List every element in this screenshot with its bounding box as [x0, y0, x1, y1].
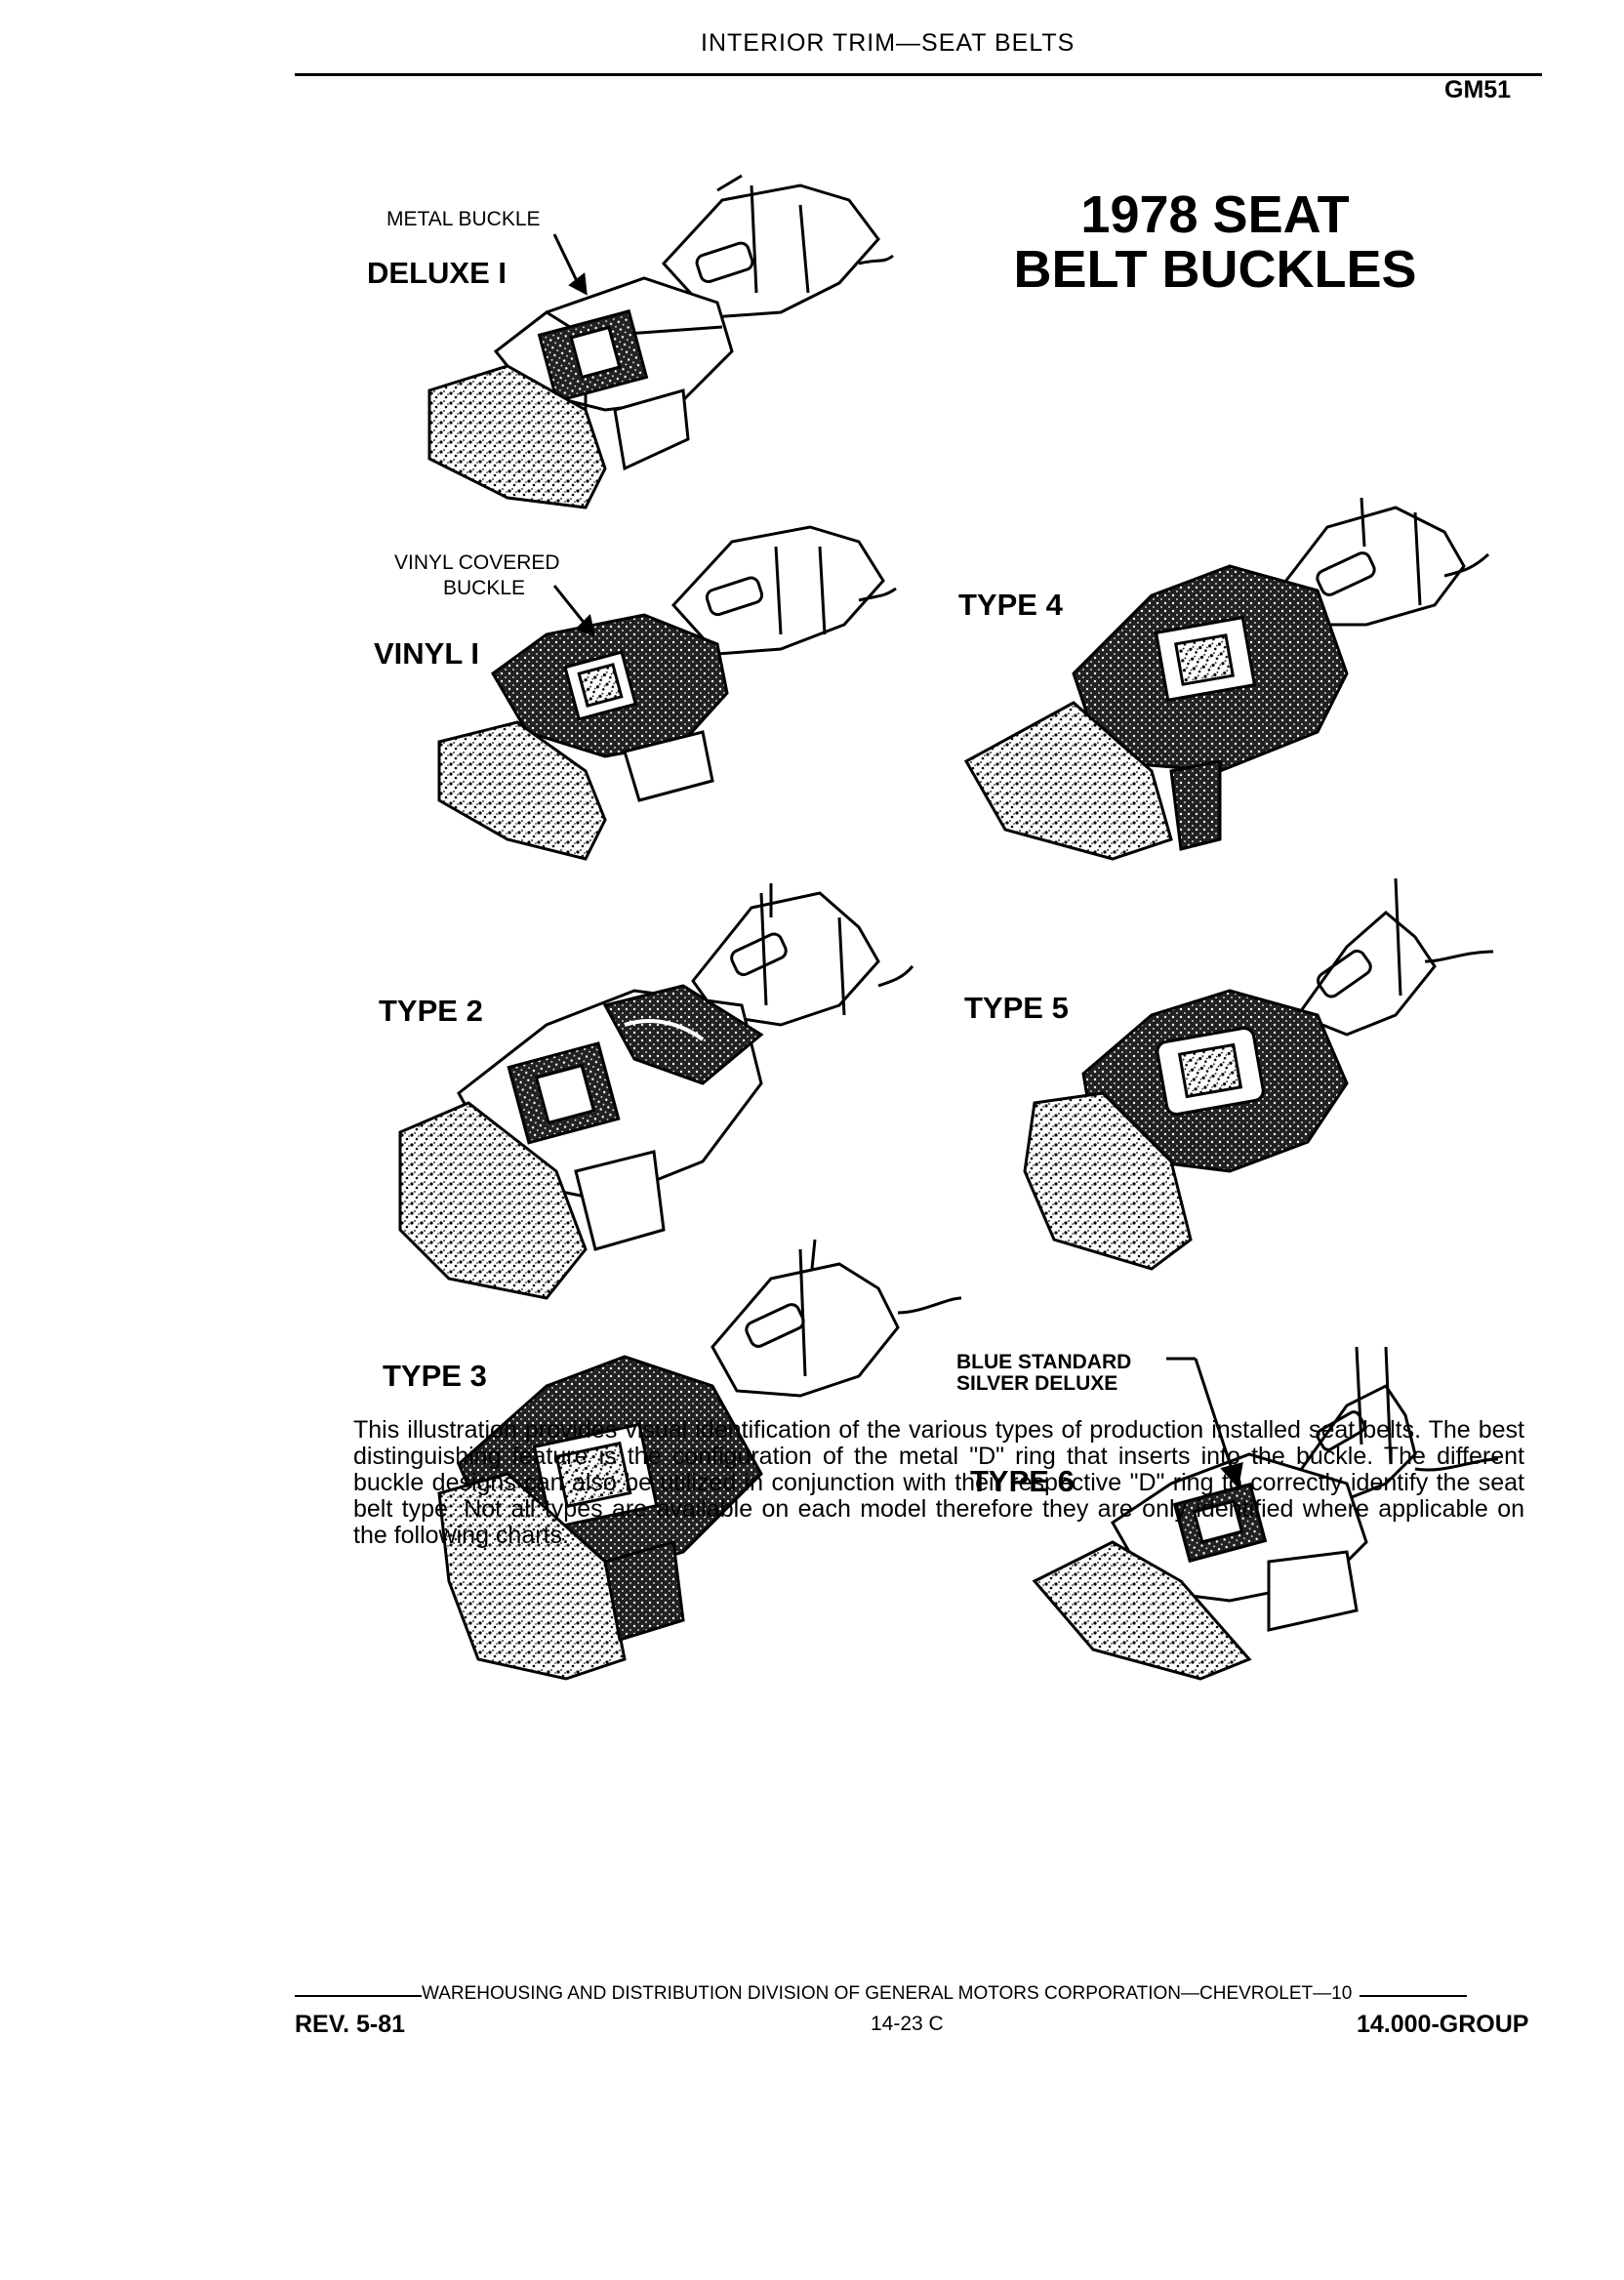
page-title: 1978 SEAT BELT BUCKLES	[1005, 187, 1425, 297]
type6-buckle-drawing	[1032, 1346, 1499, 1681]
deluxe-buckle-drawing	[427, 174, 894, 509]
type6-caption-line1: BLUE STANDARD	[956, 1351, 1132, 1373]
type6-label: TYPE 6	[970, 1464, 1075, 1498]
type2-buckle-drawing	[398, 883, 914, 1300]
deluxe-label: DELUXE I	[367, 256, 507, 290]
header-rule	[295, 73, 1542, 76]
type4-buckle-drawing	[963, 497, 1490, 861]
page-title-line2: BELT BUCKLES	[1013, 240, 1417, 299]
header-title: INTERIOR TRIM—SEAT BELTS	[701, 29, 1076, 57]
callout-arrows	[552, 233, 1243, 1489]
page-number: 14-23 C	[871, 2013, 944, 2035]
vinyl-buckle-drawing	[437, 525, 897, 861]
revision-label: REV. 5-81	[295, 2011, 406, 2038]
type2-label: TYPE 2	[379, 994, 483, 1028]
vinyl-caption-line1: VINYL COVERED	[394, 551, 560, 574]
page-title-line1: 1978 SEAT	[1080, 185, 1350, 244]
group-label: 14.000-GROUP	[1357, 2011, 1529, 2038]
footer-rule-right	[1360, 1995, 1468, 1997]
vinyl-label: VINYL I	[374, 636, 479, 671]
vinyl-caption-line2: BUCKLE	[443, 577, 526, 599]
description-paragraph: This illustration provides visual identi…	[353, 1416, 1524, 1549]
page-code: GM51	[1444, 76, 1512, 103]
footer-line: WAREHOUSING AND DISTRIBUTION DIVISION OF…	[295, 1983, 1571, 2005]
footer-rule-left	[295, 1995, 422, 1997]
type5-buckle-drawing	[1023, 877, 1494, 1271]
type5-label: TYPE 5	[964, 991, 1069, 1025]
type4-label: TYPE 4	[958, 588, 1063, 622]
footer-text: WAREHOUSING AND DISTRIBUTION DIVISION OF…	[422, 1983, 1353, 2004]
deluxe-caption: METAL BUCKLE	[386, 208, 541, 230]
type6-caption-line2: SILVER DELUXE	[956, 1372, 1118, 1395]
type3-buckle-drawing	[437, 1239, 962, 1681]
type3-label: TYPE 3	[383, 1359, 487, 1393]
